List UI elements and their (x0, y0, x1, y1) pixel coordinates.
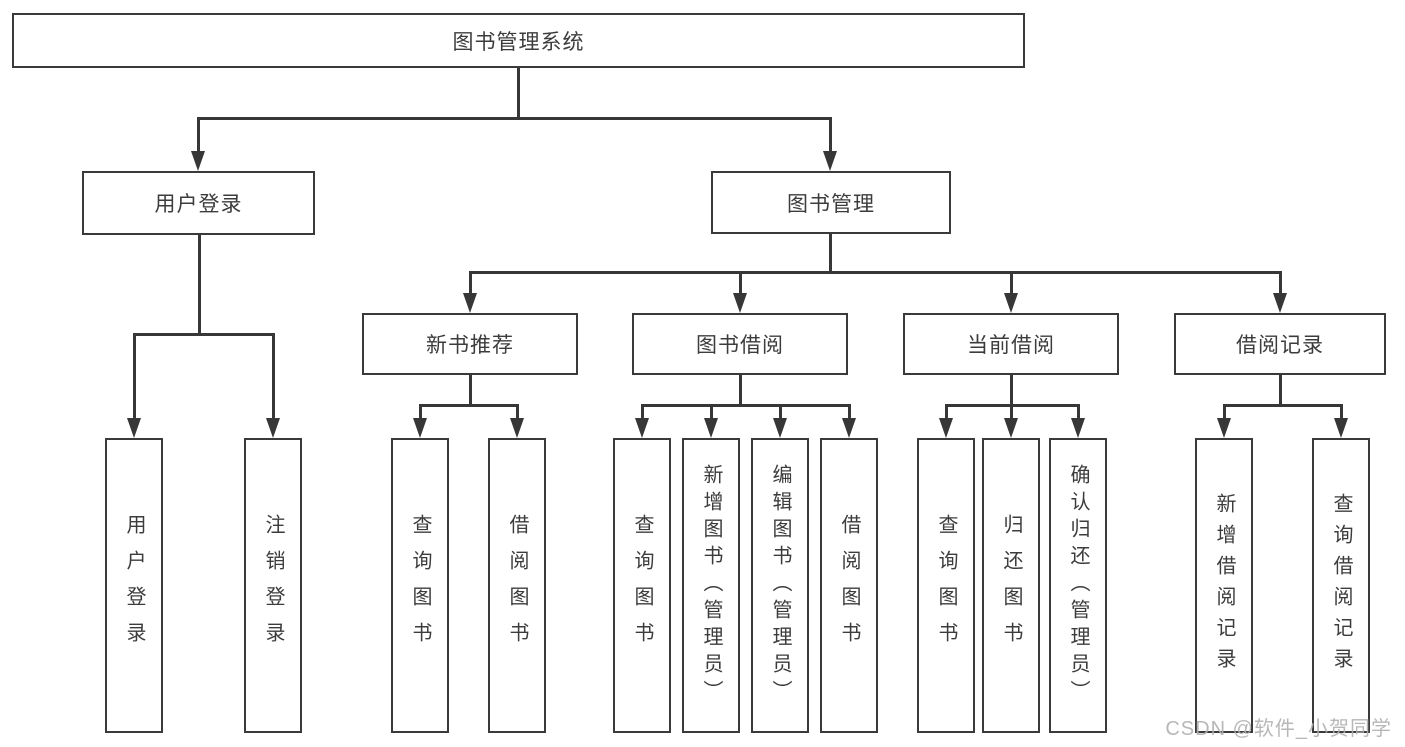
connector-line (198, 235, 201, 335)
arrow-down-icon (733, 293, 747, 313)
leaf-label: 归还图书 (1000, 513, 1022, 658)
connector-line (829, 117, 832, 154)
arrow-down-icon (1334, 418, 1348, 438)
connector-line (739, 375, 742, 406)
connector-line (1223, 404, 1226, 420)
leaf-label: 借阅图书 (838, 513, 860, 658)
leaf-add-books-admin: 新增图书（管理员） (682, 438, 740, 733)
leaf-label: 查询图书 (935, 513, 957, 658)
connector-line (710, 404, 713, 420)
connector-line (419, 404, 422, 420)
connector-line (272, 333, 275, 420)
arrow-down-icon (1004, 418, 1018, 438)
connector-line (945, 404, 948, 420)
connector-line (1010, 404, 1013, 420)
connector-line (848, 404, 851, 420)
leaf-label: 查询图书 (631, 513, 653, 658)
leaf-query-borrow-record: 查询借阅记录 (1312, 438, 1370, 733)
leaf-return-books: 归还图书 (982, 438, 1040, 733)
arrow-down-icon (823, 151, 837, 171)
leaf-query-books-2: 查询图书 (613, 438, 671, 733)
leaf-label: 确认归还（管理员） (1067, 464, 1089, 707)
connector-line (1223, 404, 1343, 407)
arrow-down-icon (842, 418, 856, 438)
leaf-label: 注销登录 (262, 513, 284, 658)
arrow-down-icon (463, 293, 477, 313)
connector-line (469, 271, 1282, 274)
arrow-down-icon (413, 418, 427, 438)
connector-line (1279, 271, 1282, 298)
connector-line (1077, 404, 1080, 420)
connector-line (517, 68, 520, 118)
connector-line (419, 404, 519, 407)
arrow-down-icon (635, 418, 649, 438)
arrow-down-icon (191, 151, 205, 171)
leaf-borrow-books-1: 借阅图书 (488, 438, 546, 733)
connector-line (516, 404, 519, 420)
leaf-label: 查询图书 (409, 513, 431, 658)
leaf-borrow-books-2: 借阅图书 (820, 438, 878, 733)
connector-line (1010, 375, 1013, 406)
node-borrowing-records: 借阅记录 (1174, 313, 1386, 375)
csdn-watermark: CSDN @软件_小贺同学 (1165, 718, 1392, 740)
leaf-edit-books-admin: 编辑图书（管理员） (751, 438, 809, 733)
arrow-down-icon (1217, 418, 1231, 438)
leaf-label: 用户登录 (123, 513, 145, 658)
connector-line (829, 234, 832, 273)
arrow-down-icon (773, 418, 787, 438)
connector-line (641, 404, 644, 420)
arrow-down-icon (127, 418, 141, 438)
node-book-management: 图书管理 (711, 171, 951, 234)
leaf-query-books-1: 查询图书 (391, 438, 449, 733)
arrow-down-icon (1273, 293, 1287, 313)
node-user-login: 用户登录 (82, 171, 315, 235)
connector-line (197, 117, 200, 154)
connector-line (1010, 271, 1013, 298)
connector-line (133, 333, 275, 336)
connector-line (1340, 404, 1343, 420)
connector-line (469, 375, 472, 406)
node-book-borrowing: 图书借阅 (632, 313, 848, 375)
leaf-label: 编辑图书（管理员） (769, 464, 791, 707)
leaf-label: 借阅图书 (506, 513, 528, 658)
connector-line (779, 404, 782, 420)
arrow-down-icon (510, 418, 524, 438)
connector-line (641, 404, 851, 407)
leaf-label: 查询借阅记录 (1330, 492, 1352, 679)
arrow-down-icon (1071, 418, 1085, 438)
connector-line (469, 271, 472, 298)
connector-line (198, 117, 832, 120)
connector-line (739, 271, 742, 298)
leaf-label: 新增借阅记录 (1213, 492, 1235, 679)
arrow-down-icon (939, 418, 953, 438)
leaf-add-borrow-record: 新增借阅记录 (1195, 438, 1253, 733)
leaf-label: 新增图书（管理员） (700, 464, 722, 707)
leaf-logout: 注销登录 (244, 438, 302, 733)
arrow-down-icon (266, 418, 280, 438)
arrow-down-icon (704, 418, 718, 438)
leaf-query-books-3: 查询图书 (917, 438, 975, 733)
node-current-borrowing: 当前借阅 (903, 313, 1119, 375)
connector-line (1279, 375, 1282, 406)
arrow-down-icon (1004, 293, 1018, 313)
leaf-user-login: 用户登录 (105, 438, 163, 733)
node-new-book-recommendation: 新书推荐 (362, 313, 578, 375)
connector-line (133, 333, 136, 420)
node-root: 图书管理系统 (12, 13, 1025, 68)
leaf-confirm-return-admin: 确认归还（管理员） (1049, 438, 1107, 733)
